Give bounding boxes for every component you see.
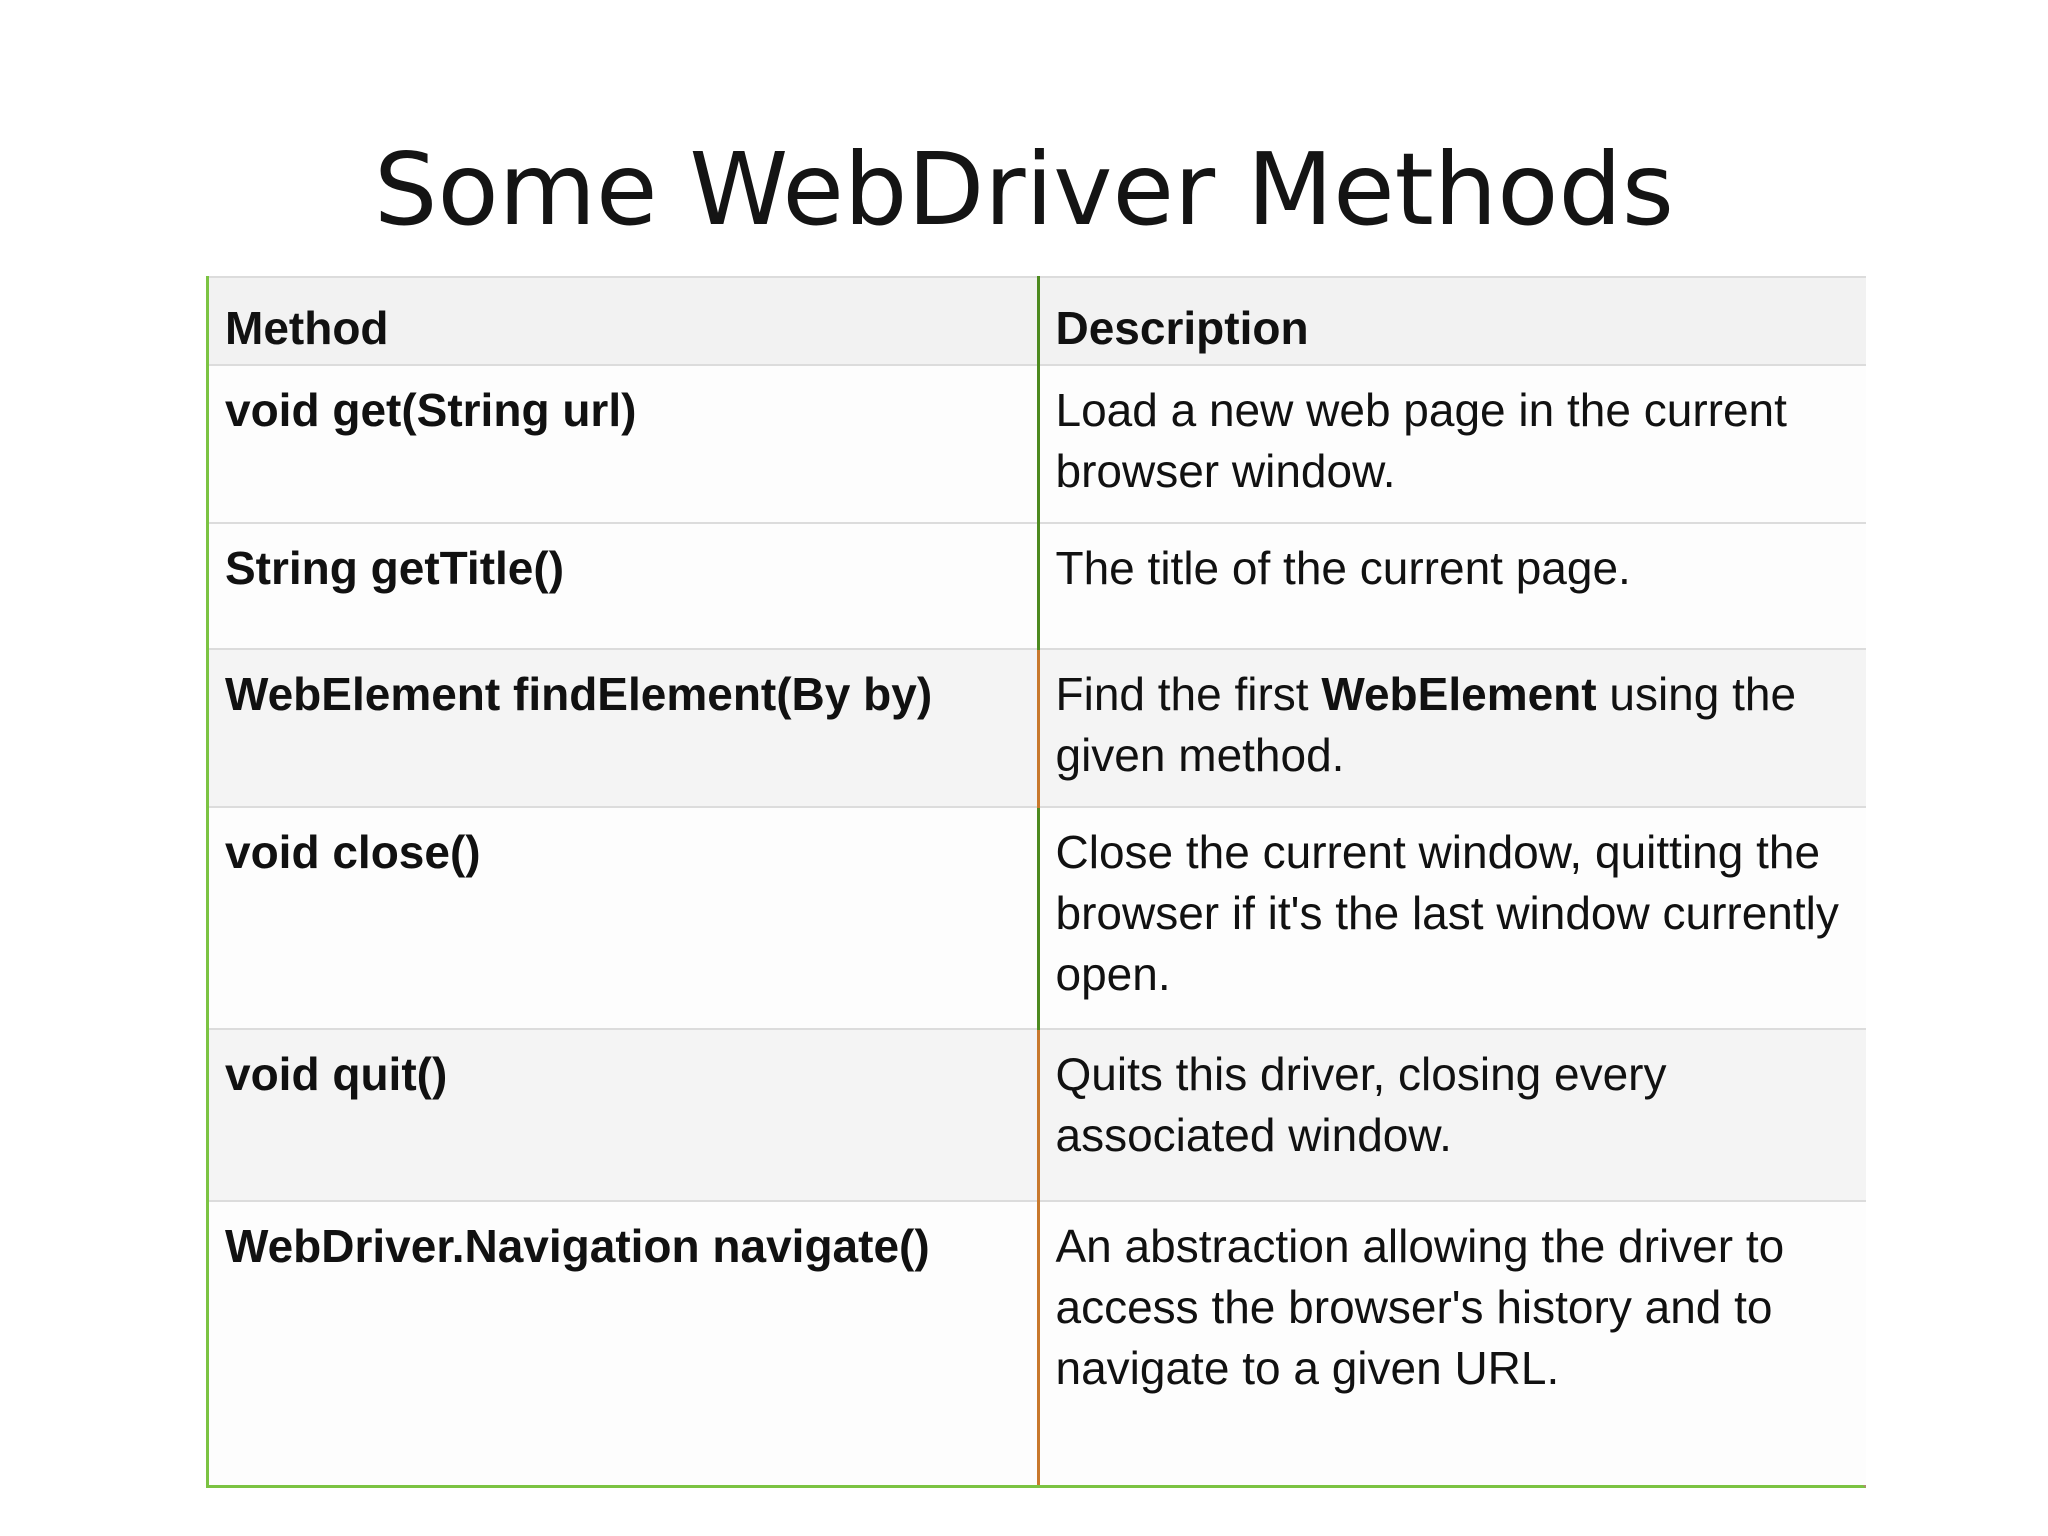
method-cell: void quit() <box>209 1028 1038 1201</box>
description-text: using the given method. <box>1055 668 1797 781</box>
description-cell: The title of the current page. <box>1036 522 1866 649</box>
method-cell: WebDriver.Navigation navigate() <box>209 1200 1038 1485</box>
table-row: String getTitle() The title of the curre… <box>209 522 1866 649</box>
description-text: Find the first <box>1055 668 1322 720</box>
description-emphasis: WebElement <box>1321 668 1597 720</box>
method-cell: String getTitle() <box>209 522 1038 649</box>
table-row: void quit() Quits this driver, closing e… <box>209 1028 1866 1201</box>
table-row: void get(String url) Load a new web page… <box>209 364 1866 523</box>
slide-title: Some WebDriver Methods <box>373 131 1675 248</box>
table-row: WebElement findElement(By by) Find the f… <box>209 648 1866 807</box>
table-row: void close() Close the current window, q… <box>209 806 1866 1029</box>
method-cell: WebElement findElement(By by) <box>209 648 1038 807</box>
header-method: Method <box>209 276 1038 365</box>
table-row: WebDriver.Navigation navigate() An abstr… <box>209 1200 1866 1485</box>
method-cell: void close() <box>209 806 1038 1029</box>
description-cell: Find the first WebElement using the give… <box>1036 648 1866 807</box>
methods-table: Method Description void get(String url) … <box>206 276 1866 1488</box>
description-cell: Close the current window, quitting the b… <box>1036 806 1866 1029</box>
description-cell: Quits this driver, closing every associa… <box>1036 1028 1866 1201</box>
description-cell: An abstraction allowing the driver to ac… <box>1036 1200 1866 1485</box>
description-cell: Load a new web page in the current brows… <box>1036 364 1866 523</box>
table-header-row: Method Description <box>209 276 1866 365</box>
header-description: Description <box>1036 276 1866 365</box>
method-cell: void get(String url) <box>209 364 1038 523</box>
